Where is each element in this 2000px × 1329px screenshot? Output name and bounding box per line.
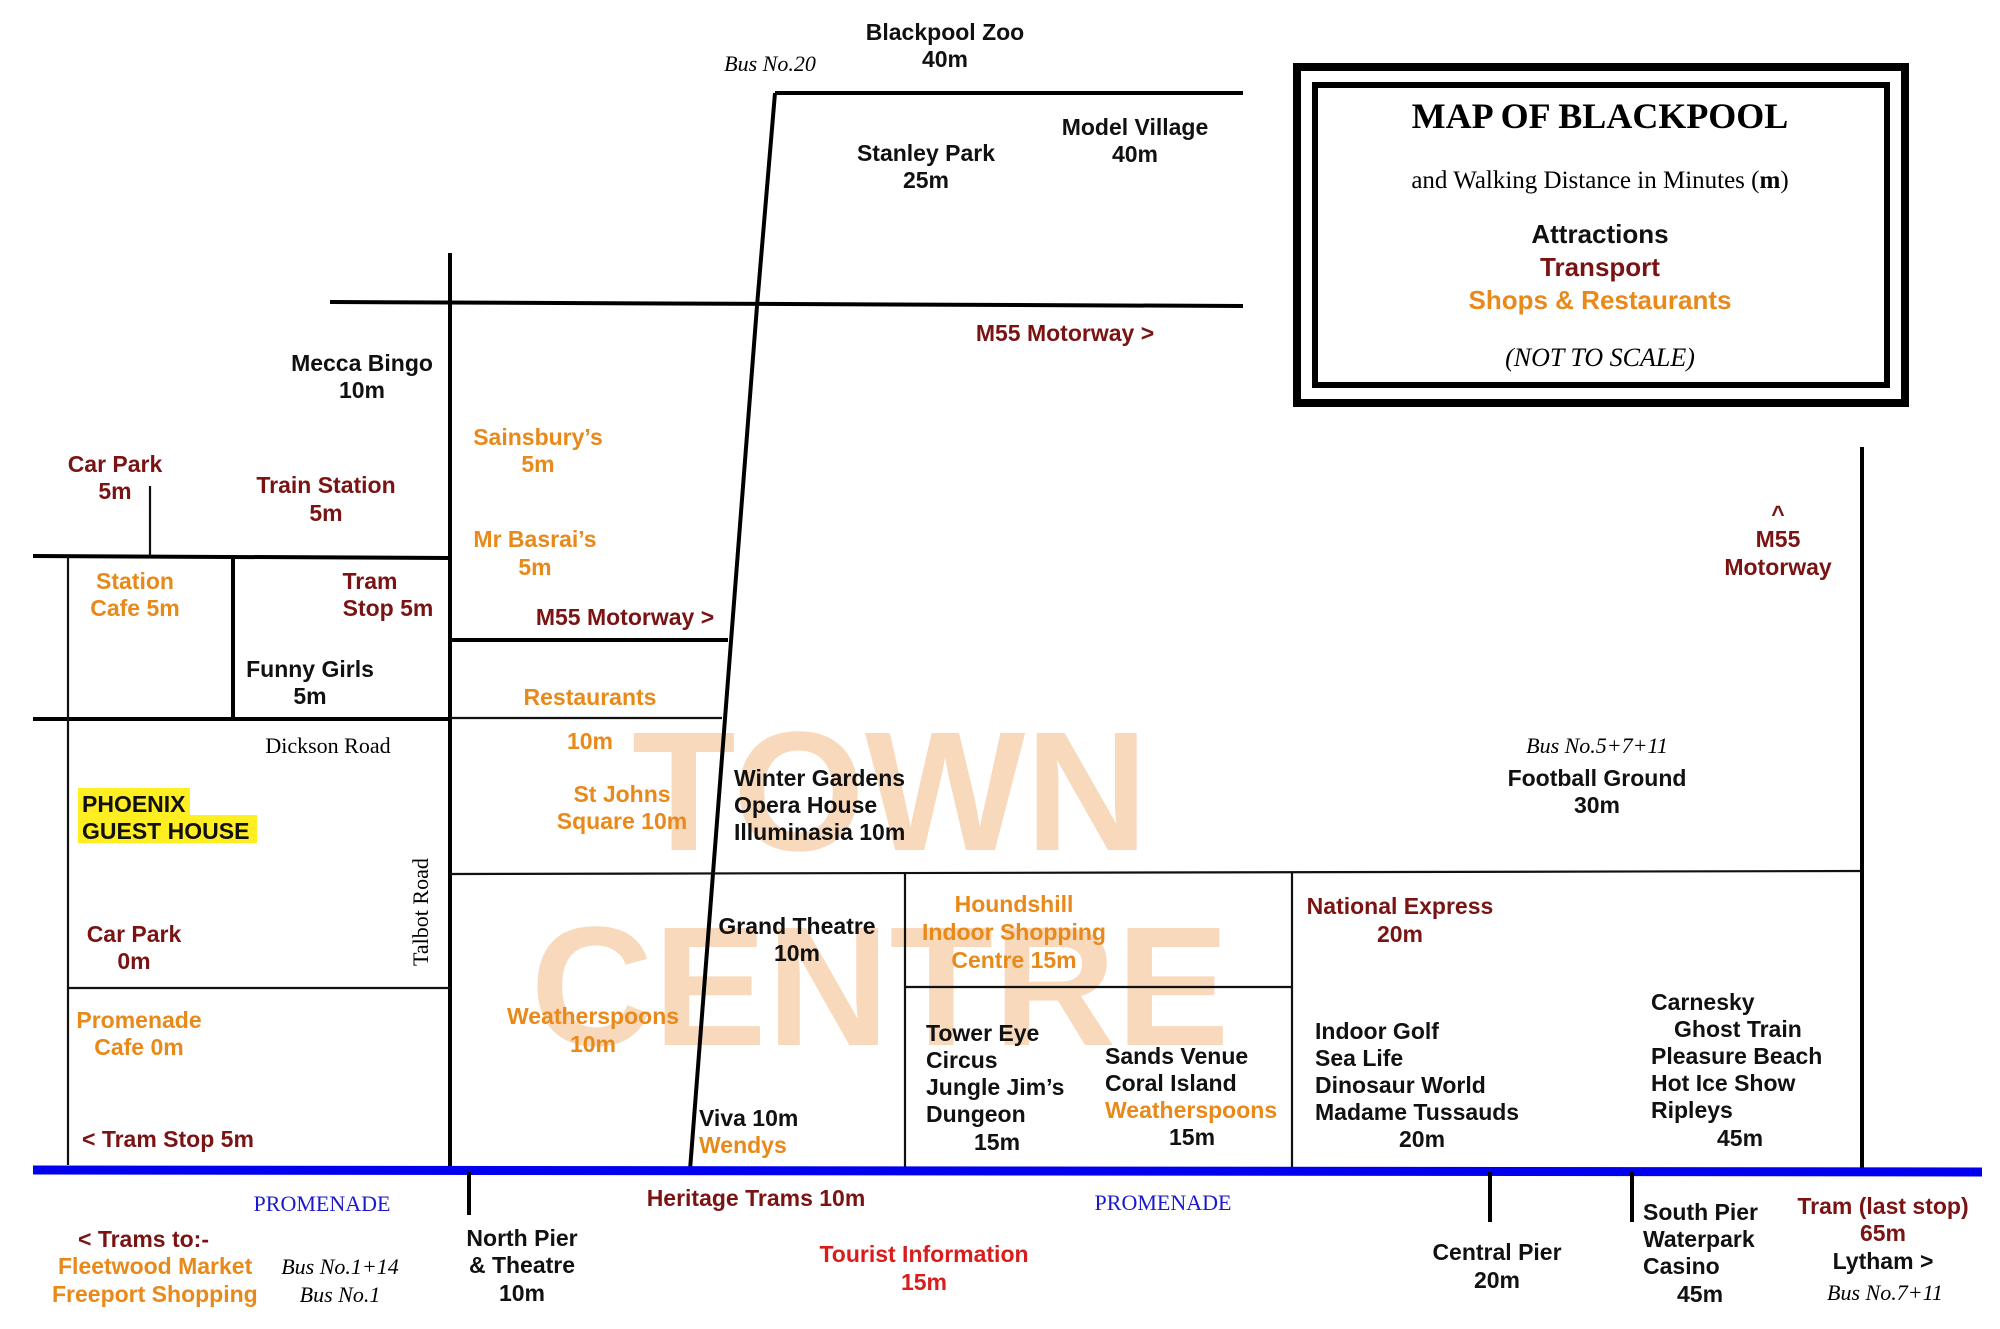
wendys: Wendys	[699, 1132, 787, 1158]
bus-5-7-11-label: Bus No.5+7+11	[1526, 733, 1668, 758]
trams-to: < Trams to:-	[78, 1226, 209, 1252]
talbot-road-label: Talbot Road	[408, 858, 433, 966]
bus-1-label: Bus No.1	[300, 1282, 381, 1307]
road-network	[32, 91, 1983, 1222]
freeport-shopping: Freeport Shopping	[52, 1281, 258, 1307]
heritage-trams: Heritage Trams 10m	[647, 1185, 866, 1211]
watermark-town: TOWN	[632, 697, 1148, 887]
lytham: Lytham >	[1833, 1248, 1934, 1274]
promenade-label-right: PROMENADE	[1095, 1190, 1232, 1215]
bus-1-14-label: Bus No.1+14	[281, 1254, 399, 1279]
legend-subtitle: and Walking Distance in Minutes (m)	[1411, 167, 1788, 194]
bus-20-label: Bus No.20	[724, 51, 816, 76]
tram-last-stop: Tram (last stop)65m	[1797, 1193, 1968, 1246]
legend-key-transport: Transport	[1540, 252, 1660, 282]
dickson-road-label: Dickson Road	[265, 733, 390, 758]
fleetwood-market: Fleetwood Market	[58, 1253, 253, 1279]
promenade-line	[32, 1165, 1983, 1177]
legend-key-shops: Shops & Restaurants	[1469, 285, 1732, 315]
bus-7-11-label: Bus No.7+11	[1827, 1280, 1943, 1305]
legend-box: MAP OF BLACKPOOL and Walking Distance in…	[1293, 63, 1909, 407]
legend-note: (NOT TO SCALE)	[1505, 343, 1695, 372]
tram-stop-bottom: < Tram Stop 5m	[82, 1126, 254, 1152]
m55-motorway-mid: M55 Motorway >	[536, 604, 714, 630]
weatherspoons-right: Weatherspoons	[1105, 1097, 1277, 1123]
m55-motorway-top: M55 Motorway >	[976, 320, 1154, 346]
viva: Viva 10m	[699, 1105, 798, 1131]
legend-title: MAP OF BLACKPOOL	[1412, 96, 1789, 136]
legend-key-attractions: Attractions	[1531, 219, 1668, 249]
sands-time: 15m	[1169, 1124, 1215, 1150]
promenade-label-left: PROMENADE	[254, 1191, 391, 1216]
